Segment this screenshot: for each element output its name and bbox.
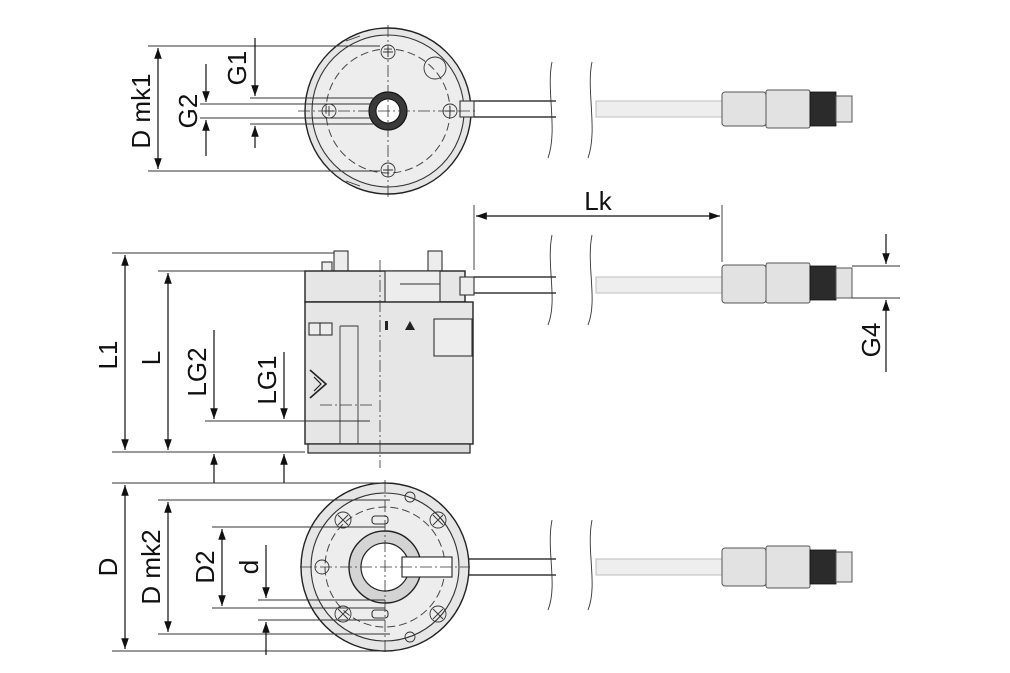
- label-l1: L1: [93, 341, 123, 370]
- top-view: D mk1 G1 G2: [126, 25, 853, 197]
- dim-d-mk1: D mk1: [126, 45, 380, 172]
- top-connector: [721, 89, 853, 129]
- bottom-view: D D mk2 D2 d: [93, 480, 853, 655]
- dim-lg2: LG2: [182, 330, 370, 483]
- label-g2: G2: [173, 94, 203, 129]
- label-d-small: d: [234, 560, 264, 574]
- dim-lg1: LG1: [252, 352, 305, 483]
- dim-g4: G4: [852, 234, 900, 372]
- dim-lk: Lk: [473, 186, 723, 270]
- dim-l: L: [136, 270, 305, 450]
- dim-d-small: d: [234, 545, 385, 655]
- dim-d-mk2: D mk2: [136, 499, 390, 635]
- dim-g1: G1: [222, 38, 390, 148]
- ground-triangle-icon: [309, 369, 328, 399]
- warning-triangle-icon: [385, 321, 415, 330]
- label-g1: G1: [222, 51, 252, 86]
- dim-g2: G2: [173, 64, 375, 156]
- side-connector: [721, 262, 853, 304]
- label-d-mk1: D mk1: [126, 73, 156, 148]
- label-g4: G4: [856, 323, 886, 358]
- bottom-cable: [440, 519, 853, 611]
- label-d2: D2: [190, 550, 220, 583]
- dim-l1: L1: [93, 252, 334, 453]
- top-cable: [470, 61, 853, 159]
- dim-d: D: [93, 482, 390, 652]
- bottom-screws: [334, 491, 447, 643]
- bottom-connector: [721, 545, 853, 589]
- side-cable: [474, 234, 853, 326]
- label-lk: Lk: [584, 186, 612, 216]
- side-view: Lk G4 L1 L LG2: [93, 186, 900, 483]
- label-lg1: LG1: [252, 355, 282, 404]
- label-l: L: [136, 351, 166, 365]
- dim-d2: D2: [190, 526, 385, 609]
- label-lg2: LG2: [182, 347, 212, 396]
- label-d: D: [93, 558, 123, 577]
- label-d-mk2: D mk2: [136, 529, 166, 604]
